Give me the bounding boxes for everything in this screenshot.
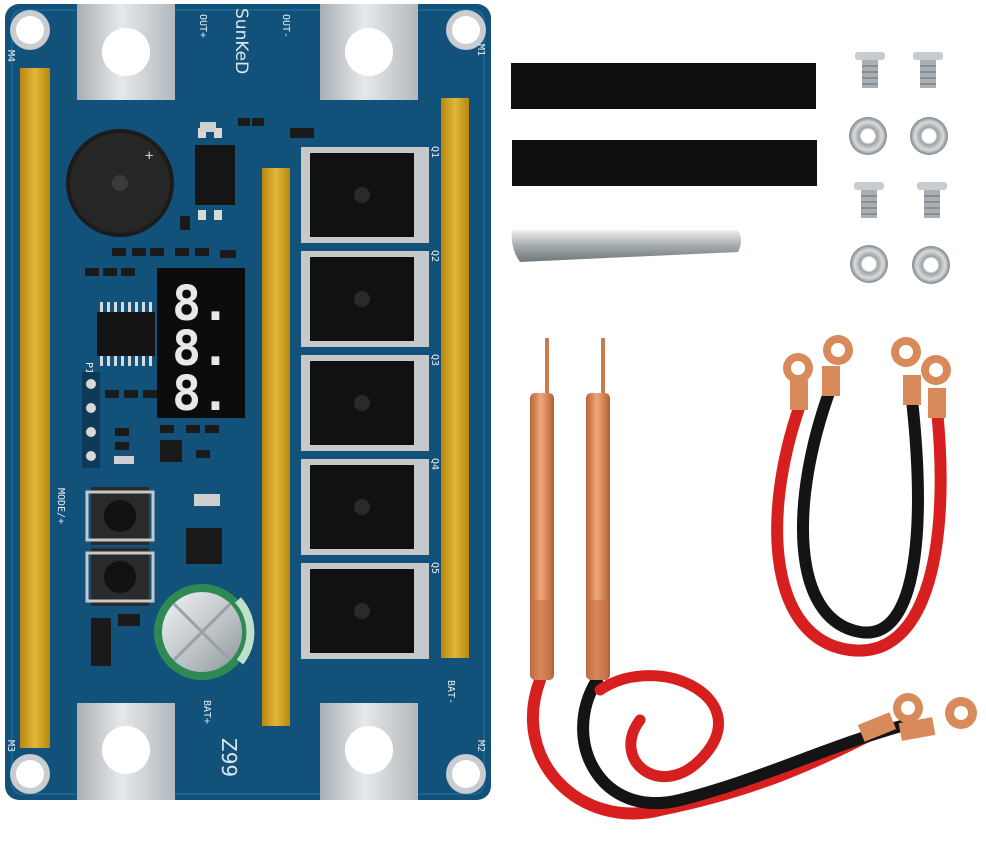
brand-label: SunKeD [231,8,251,74]
welding-pen-left [530,338,554,680]
label-q5: Q5 [429,562,440,574]
black-cable [797,384,924,639]
plus-button[interactable] [85,548,155,606]
mosfet-array: Q1 Q2 Q3 Q4 Q5 [301,146,440,659]
ring-terminal-cable-pair [771,384,947,657]
label-m1: M1 [475,44,486,56]
smd-components [85,118,314,666]
ring-terminals [783,335,951,418]
screw [854,182,884,218]
nut [849,117,887,155]
nut [910,117,948,155]
label-mode: MODE/+ [55,488,66,524]
label-out-minus: OUT- [280,14,291,38]
label-q1: Q1 [429,146,440,158]
label-q3: Q3 [429,354,440,366]
ring-terminal [790,380,808,410]
screw [917,182,947,218]
copper-strip-right [441,98,469,658]
label-m2: M2 [475,740,486,752]
welding-pen-right [586,338,610,680]
buzzer: + [66,129,174,237]
mosfet-q5 [301,563,429,659]
mosfet-q1 [301,147,429,243]
heat-shrink-tubes [511,63,817,186]
microcontroller-chip [97,302,155,366]
terminal-bat-plus [77,703,175,800]
nut [850,245,888,283]
label-q4: Q4 [429,458,440,470]
spot-welder-board: OUT+ OUT- SunKeD Z99 BAT+ BAT- M4 M1 M3 … [5,4,491,800]
label-bat-minus: BAT- [445,680,456,704]
digit-row-2: 8. [172,321,230,377]
metal-clip [511,230,741,262]
mosfet-q2 [301,251,429,347]
pen-black-cable [577,674,911,810]
terminal-bat-minus [320,703,418,800]
label-header: P1 [83,362,94,374]
label-m4: M4 [5,50,16,62]
screws [854,52,947,218]
mosfet-q3 [301,355,429,451]
heat-shrink-tube [511,63,816,109]
pen-cable-terminals [857,693,977,742]
electrolytic-capacitor [154,584,255,680]
label-q2: Q2 [429,250,440,262]
nut [912,246,950,284]
copper-strip-left [20,68,50,748]
mosfet-q4 [301,459,429,555]
screw [855,52,885,88]
nuts [849,117,950,284]
label-bat-plus: BAT+ [201,700,212,724]
model-label: Z99 [217,738,241,777]
red-cable [771,399,947,657]
digit-row-1: 8. [172,276,230,332]
pin-header [82,372,100,468]
copper-strip-center [262,168,290,726]
terminal-out-minus [320,4,418,100]
welding-pen-cables [526,670,911,820]
seven-segment-display: 8. 8. 8. [157,268,245,422]
terminal-out-plus [77,4,175,100]
svg-text:+: + [145,148,153,164]
mode-button[interactable] [85,487,155,545]
optocoupler [195,145,235,205]
label-out-plus: OUT+ [197,14,208,38]
heat-shrink-tube [512,140,817,186]
digit-row-3: 8. [172,366,230,422]
label-m3: M3 [5,740,16,752]
mounting-holes [10,10,486,794]
screw [913,52,943,88]
